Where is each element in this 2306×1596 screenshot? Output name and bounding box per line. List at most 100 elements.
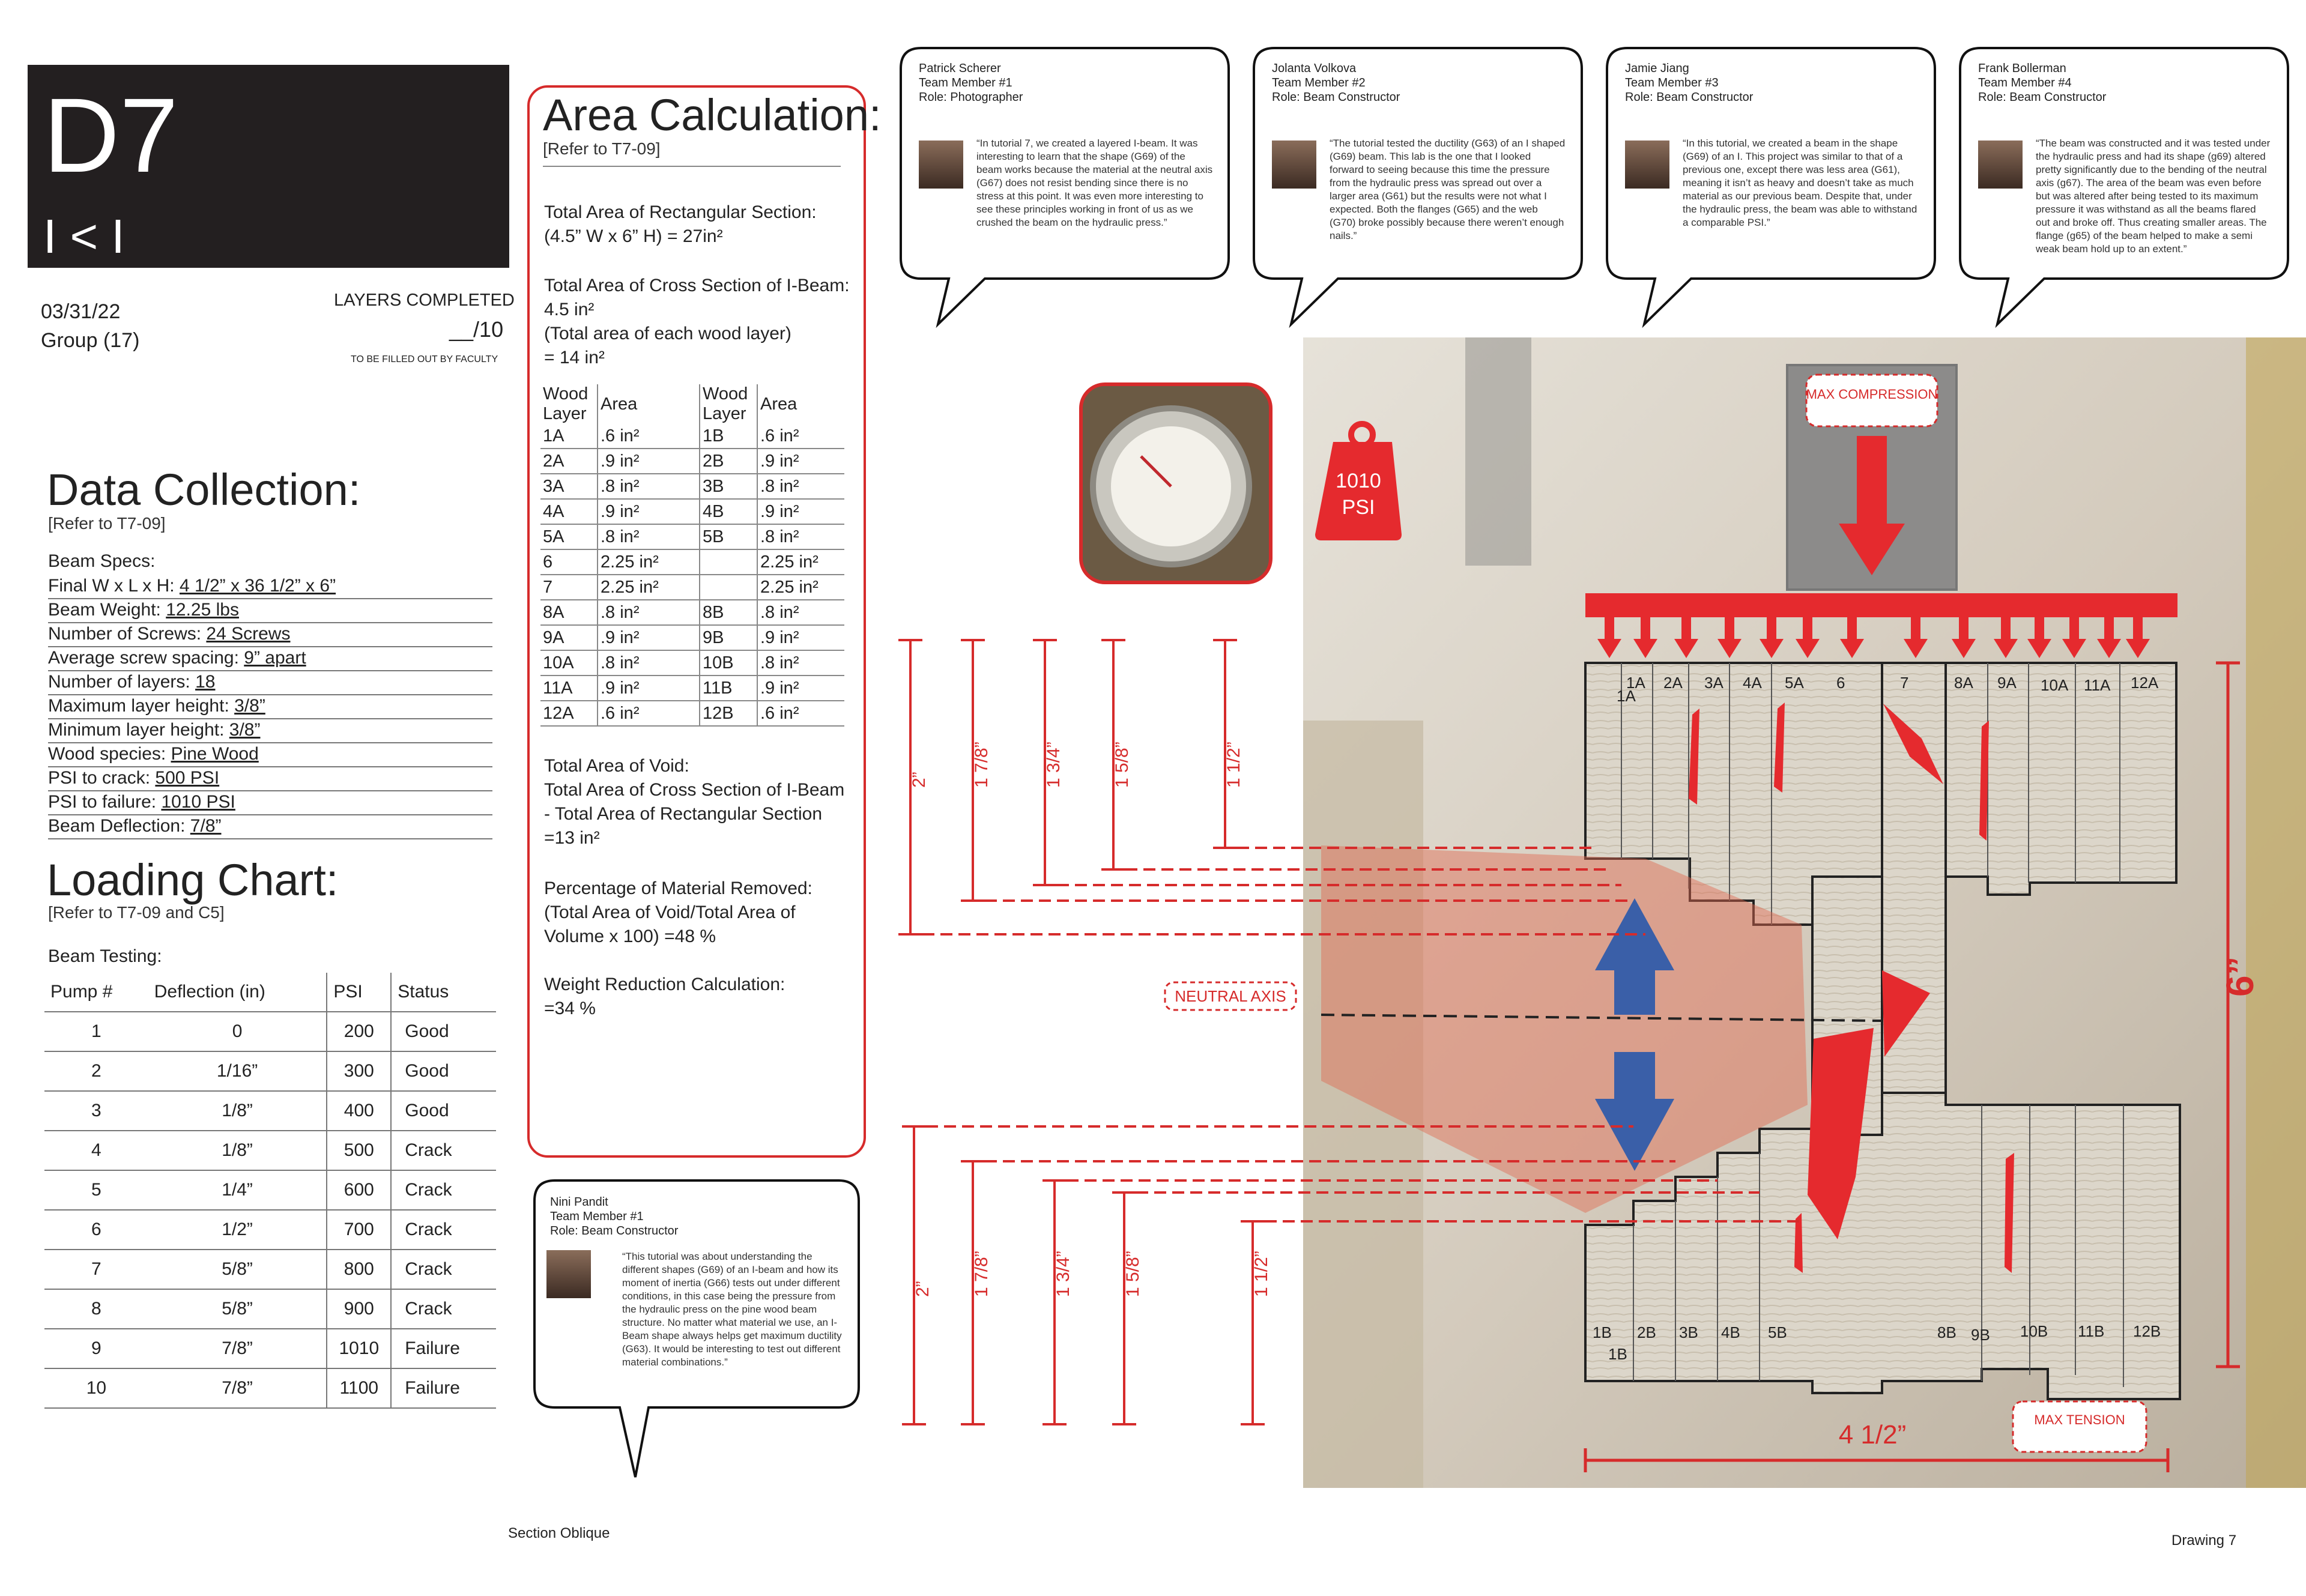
bubble-patrick bbox=[900, 47, 1230, 328]
table-cell: 1/16” bbox=[148, 1051, 327, 1092]
table-cell: 8B bbox=[700, 600, 757, 626]
team-member-name: Patrick Scherer bbox=[919, 62, 1001, 75]
spec-label: PSI to failure: bbox=[48, 792, 157, 812]
date: 03/31/22 bbox=[41, 300, 121, 323]
rect-area-title: Total Area of Rectangular Section: bbox=[544, 202, 817, 222]
beam-spec-row: PSI to crack: 500 PSI bbox=[48, 766, 492, 791]
table-cell: 300 bbox=[326, 1051, 392, 1092]
team-member-role: Role: Photographer bbox=[919, 91, 1023, 104]
nini-member: Team Member #1 bbox=[550, 1210, 644, 1223]
nini-avatar bbox=[546, 1250, 591, 1298]
spec-label: Maximum layer height: bbox=[48, 696, 229, 716]
table-cell: .8 in² bbox=[597, 524, 700, 550]
table-cell: 2 bbox=[44, 1051, 148, 1092]
column-header: Deflection (in) bbox=[148, 973, 327, 1012]
nini-quote: “This tutorial was about understanding t… bbox=[622, 1251, 842, 1368]
spec-value: 3/8” bbox=[229, 720, 261, 740]
calc-line: Percentage of Material Removed: bbox=[544, 878, 813, 898]
table-cell: 9A bbox=[540, 625, 598, 651]
spec-label: Number of Screws: bbox=[48, 624, 202, 644]
spec-value: 12.25 lbs bbox=[166, 600, 239, 620]
table-cell: 5A bbox=[540, 524, 598, 550]
table-cell: 7/8” bbox=[148, 1329, 327, 1369]
table-cell: .8 in² bbox=[757, 600, 844, 626]
team-member-quote: “The beam was constructed and it was tes… bbox=[2036, 138, 2271, 255]
table-cell: 2.25 in² bbox=[757, 575, 844, 600]
load-arrow bbox=[1952, 617, 1976, 658]
team-member-name: Jamie Jiang bbox=[1625, 62, 1689, 75]
table-cell: 2B bbox=[700, 449, 757, 474]
table-cell: 1/2” bbox=[148, 1210, 327, 1250]
table-cell: .9 in² bbox=[757, 449, 844, 474]
flange-dimension-lines bbox=[898, 639, 1802, 1425]
spec-label: Beam Deflection: bbox=[48, 816, 186, 836]
table-cell: 1/8” bbox=[148, 1131, 327, 1171]
table-cell: 7 bbox=[44, 1250, 148, 1290]
height-label: 6” bbox=[2218, 956, 2262, 997]
dimension-label: 1 3/4” bbox=[1044, 742, 1064, 788]
calc-line: Volume x 100) =48 % bbox=[544, 926, 716, 946]
table-cell: .9 in² bbox=[597, 676, 700, 701]
table-cell: .9 in² bbox=[757, 625, 844, 651]
table-cell: Crack bbox=[391, 1250, 496, 1290]
team-member-role: Role: Beam Constructor bbox=[1978, 91, 2107, 104]
calc-line: (Total Area of Void/Total Area of bbox=[544, 902, 796, 922]
spec-label: Minimum layer height: bbox=[48, 720, 225, 740]
beam-spec-row: Final W x L x H: 4 1/2” x 36 1/2” x 6” bbox=[48, 574, 492, 599]
layer-label: 3A bbox=[1704, 674, 1723, 692]
void-region bbox=[1321, 845, 1808, 1213]
load-arrow bbox=[2027, 617, 2051, 658]
team-member-member: Team Member #4 bbox=[1978, 76, 2072, 89]
table-cell: 2.25 in² bbox=[757, 549, 844, 575]
area-calculation-ref: [Refer to T7-09] bbox=[543, 139, 661, 158]
max-tension-label: MAX TENSION bbox=[2034, 1412, 2125, 1427]
data-collection-ref: [Refer to T7-09] bbox=[48, 514, 166, 533]
table-cell: 12A bbox=[540, 701, 598, 727]
nini-header: Nini Pandit Team Member #1 Role: Beam Co… bbox=[550, 1195, 678, 1238]
beam-spec-row: Beam Weight: 12.25 lbs bbox=[48, 598, 492, 623]
neutral-axis-label: NEUTRAL AXIS bbox=[1175, 987, 1286, 1005]
layer-label: 10B bbox=[2020, 1322, 2048, 1340]
spec-label: Final W x L x H: bbox=[48, 576, 175, 596]
footer-left: Section Oblique bbox=[508, 1525, 610, 1541]
calc-line: Total Area of Cross Section of I-Beam bbox=[544, 780, 845, 800]
layer-label: 11A bbox=[2084, 676, 2111, 694]
team-member-avatar bbox=[1978, 141, 2023, 189]
max-tension-label-box bbox=[2012, 1400, 2147, 1453]
dimension-label: 2” bbox=[909, 772, 929, 788]
team-member-name: Frank Bollerman bbox=[1978, 62, 2066, 75]
load-arrow bbox=[1597, 617, 1621, 658]
table-cell: Good bbox=[391, 1051, 496, 1092]
table-cell: 0 bbox=[148, 1012, 327, 1052]
table-cell: Failure bbox=[391, 1368, 496, 1409]
max-compression-label: MAX COMPRESSION bbox=[1806, 387, 1938, 402]
table-cell: 4A bbox=[540, 499, 598, 525]
beam-spec-row: Wood species: Pine Wood bbox=[48, 742, 492, 767]
bottom-flange bbox=[1584, 1092, 2181, 1400]
column-header: Status bbox=[391, 973, 496, 1012]
weight-icon bbox=[1315, 442, 1402, 540]
height-dimension bbox=[2216, 661, 2240, 1368]
calc-line: - Total Area of Rectangular Section bbox=[544, 804, 823, 824]
table-cell: 7 bbox=[540, 575, 598, 600]
dimension-label: 1 5/8” bbox=[1123, 1251, 1143, 1297]
table-cell: 2A bbox=[540, 449, 598, 474]
load-arrow bbox=[1994, 617, 2018, 658]
table-cell: 9B bbox=[700, 625, 757, 651]
gauge-needle bbox=[1140, 455, 1172, 488]
compression-arrow bbox=[1839, 436, 1905, 575]
